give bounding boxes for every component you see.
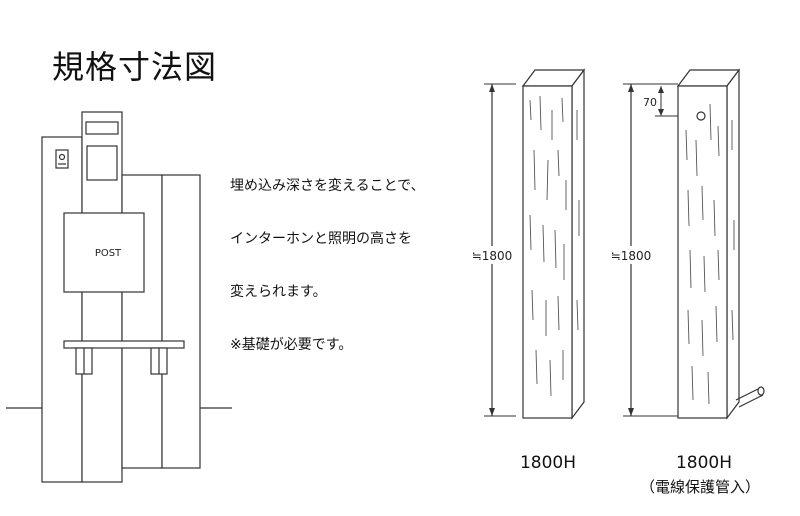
wall-panel-3: [161, 174, 201, 469]
cable-hole: [696, 111, 706, 121]
post-2-caption: 1800H: [676, 453, 732, 473]
description-notes: 埋め込み深さを変えることで、 インターホンと照明の高さを 変えられます。 ※基礎…: [230, 172, 490, 384]
note-line-3: 変えられます。: [230, 284, 327, 300]
post-2-subcaption: （電線保護管入）: [640, 478, 760, 496]
light-fixture: [85, 121, 119, 135]
intercom-unit: [55, 149, 69, 169]
intercom-camera: [58, 153, 66, 161]
post-1-caption: 1800H: [520, 453, 576, 473]
post-2-drawing: ≒1800 70: [606, 68, 765, 420]
main-post: [81, 111, 123, 483]
post-1-drawing: ≒1800: [468, 68, 586, 420]
shelf: [63, 340, 185, 349]
back-wall-panel: [41, 136, 83, 483]
wood-grain-2: [685, 103, 735, 405]
height-label-1: ≒1800: [472, 249, 513, 263]
offset-label-70: 70: [643, 96, 657, 109]
conduit-pipe: [735, 386, 765, 408]
note-line-1: 埋め込み深さを変えることで、: [230, 178, 425, 194]
post-box: [63, 212, 145, 293]
page-title: 規格寸法図: [52, 48, 218, 86]
installation-illustration: [6, 111, 232, 483]
post-1-body: [522, 85, 573, 419]
wood-grain-1: [529, 95, 580, 397]
intercom-panel: [86, 145, 118, 181]
post-2-body: [677, 85, 728, 419]
post-box-label: POST: [95, 248, 122, 259]
note-foundation-required: ※基礎が必要です。: [230, 337, 353, 353]
height-label-2: ≒1800: [611, 249, 652, 263]
note-line-2: インターホンと照明の高さを: [230, 231, 412, 247]
